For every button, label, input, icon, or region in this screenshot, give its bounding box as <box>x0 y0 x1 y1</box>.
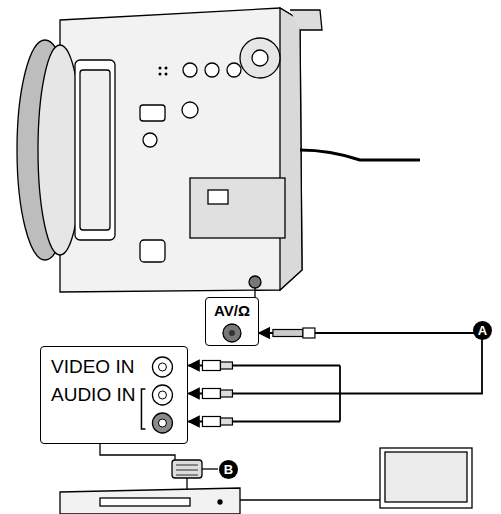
mini-plug-grip <box>303 328 315 338</box>
rca-socket-hole <box>158 419 166 427</box>
callout-letter: A <box>473 321 492 340</box>
scart-plug <box>172 460 218 490</box>
rca-socket <box>152 385 172 405</box>
signal-name: AUDIO IN <box>51 381 135 437</box>
camcorder <box>17 8 420 292</box>
rca-socket-hole <box>158 363 166 371</box>
input-panel: VIDEO INAUDIO IN <box>40 346 188 444</box>
mini-plug <box>273 330 303 337</box>
audio-bracket <box>141 389 145 429</box>
rca-socket-hole <box>158 391 166 399</box>
rca-plug-tail <box>220 362 232 369</box>
av-jack-hole <box>228 330 234 336</box>
rca-plug <box>202 389 220 399</box>
rca-cable-join <box>339 366 341 422</box>
panel-tail <box>100 444 175 460</box>
rca-plug-tail <box>220 390 232 397</box>
av-jack <box>222 324 240 342</box>
vcr <box>60 488 240 514</box>
jack-label-box: AV/Ω <box>205 297 259 346</box>
tv <box>240 448 472 508</box>
jack-name: AV/Ω <box>214 301 250 321</box>
rca-plug <box>202 361 220 371</box>
signal-name: VIDEO IN <box>51 353 135 381</box>
rca-socket <box>152 357 172 377</box>
callout-letter: B <box>219 460 238 479</box>
leader-line <box>254 288 255 297</box>
rca-plug-tail <box>220 418 232 425</box>
rca-plug <box>202 417 220 427</box>
rca-socket <box>152 413 172 433</box>
